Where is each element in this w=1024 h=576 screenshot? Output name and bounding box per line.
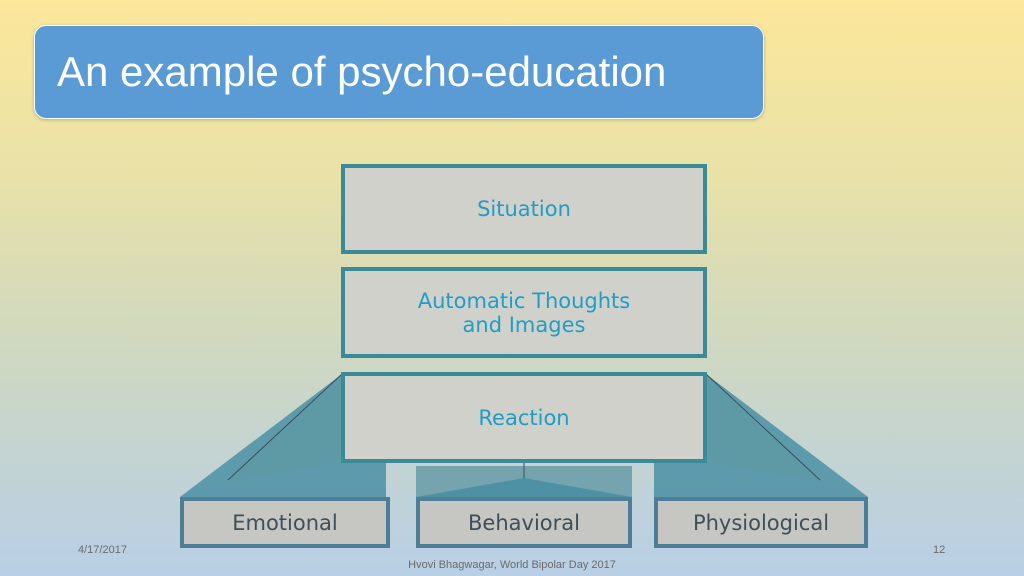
footer-date: 4/17/2017 bbox=[78, 544, 127, 556]
behavioral-box: Behavioral bbox=[416, 497, 632, 548]
footer-page-number: 12 bbox=[933, 544, 946, 556]
emotional-box: Emotional bbox=[180, 497, 390, 548]
slide-title: An example of psycho-education bbox=[57, 48, 667, 95]
right-funnel-edge bbox=[705, 373, 821, 481]
situation-box: Situation bbox=[341, 164, 707, 254]
behavioral-label: Behavioral bbox=[468, 510, 580, 535]
physiological-box: Physiological bbox=[654, 497, 868, 548]
right-funnel-inner bbox=[706, 378, 820, 480]
automatic-thoughts-box: Automatic Thoughts and Images bbox=[341, 267, 707, 358]
reaction-label: Reaction bbox=[478, 405, 570, 430]
emotional-label: Emotional bbox=[232, 510, 338, 535]
reaction-box: Reaction bbox=[341, 372, 707, 463]
middle-funnel-peak bbox=[416, 478, 632, 497]
left-funnel-edge bbox=[227, 373, 343, 481]
title-banner: An example of psycho-education bbox=[34, 25, 764, 119]
automatic-thoughts-label-line2: and Images bbox=[462, 312, 586, 337]
situation-label: Situation bbox=[477, 197, 571, 221]
left-funnel-inner bbox=[228, 378, 342, 480]
automatic-thoughts-label-line1: Automatic Thoughts bbox=[417, 288, 631, 313]
footer-credit: Hvovi Bhagwagar, World Bipolar Day 2017 bbox=[408, 559, 616, 571]
physiological-label: Physiological bbox=[692, 510, 830, 535]
